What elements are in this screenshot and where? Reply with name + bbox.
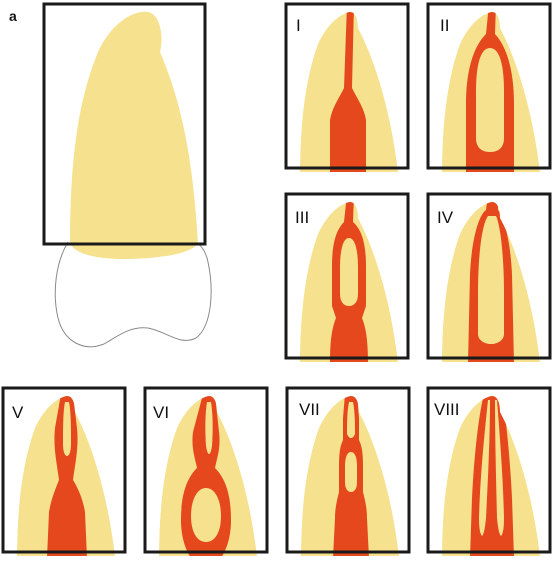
- panel-frame: [426, 192, 552, 360]
- panel-III: III: [284, 192, 410, 362]
- panel-VII: VII: [285, 386, 411, 556]
- panel-label: VII: [299, 400, 320, 419]
- canal-isthmus: [345, 452, 357, 492]
- panel-label: I: [296, 16, 301, 35]
- canal-isthmus: [347, 402, 355, 438]
- canal-isthmus: [479, 400, 490, 536]
- panel-label: III: [295, 208, 309, 227]
- crown: [70, 11, 198, 259]
- panel-frame: [426, 2, 552, 170]
- canal-isthmus: [476, 48, 504, 152]
- main-tooth: [42, 2, 212, 348]
- panel-IV: IV: [426, 192, 552, 362]
- canal: [493, 202, 498, 210]
- panel-label: IV: [437, 208, 454, 227]
- canal: [47, 396, 87, 556]
- canal: [330, 12, 366, 172]
- canal-isthmus: [478, 216, 504, 344]
- panel-frame: [143, 386, 269, 554]
- panel-VI: VI: [143, 386, 269, 556]
- main-frame: [42, 2, 207, 246]
- panel-label: V: [12, 403, 24, 422]
- panel-frame: [285, 386, 411, 554]
- figure-label: a: [9, 8, 17, 24]
- panel-frame: [1, 386, 127, 554]
- panel-frame: [284, 2, 410, 170]
- canal-isthmus: [205, 402, 213, 454]
- panel-label: II: [440, 16, 449, 35]
- root-outline: [54, 241, 212, 348]
- panel-V: V: [1, 386, 127, 556]
- canal-isthmus: [191, 488, 221, 542]
- canal-isthmus: [340, 238, 358, 306]
- canal-isthmus: [495, 400, 504, 536]
- panel-II: II: [426, 2, 552, 172]
- canal-isthmus: [63, 402, 71, 456]
- panel-I: I: [284, 2, 410, 172]
- panel-VIII: VIII: [426, 386, 552, 556]
- panel-frame: [426, 386, 552, 554]
- panel-label: VI: [153, 403, 169, 422]
- panel-label: VIII: [434, 400, 460, 419]
- panel-frame: [284, 192, 410, 360]
